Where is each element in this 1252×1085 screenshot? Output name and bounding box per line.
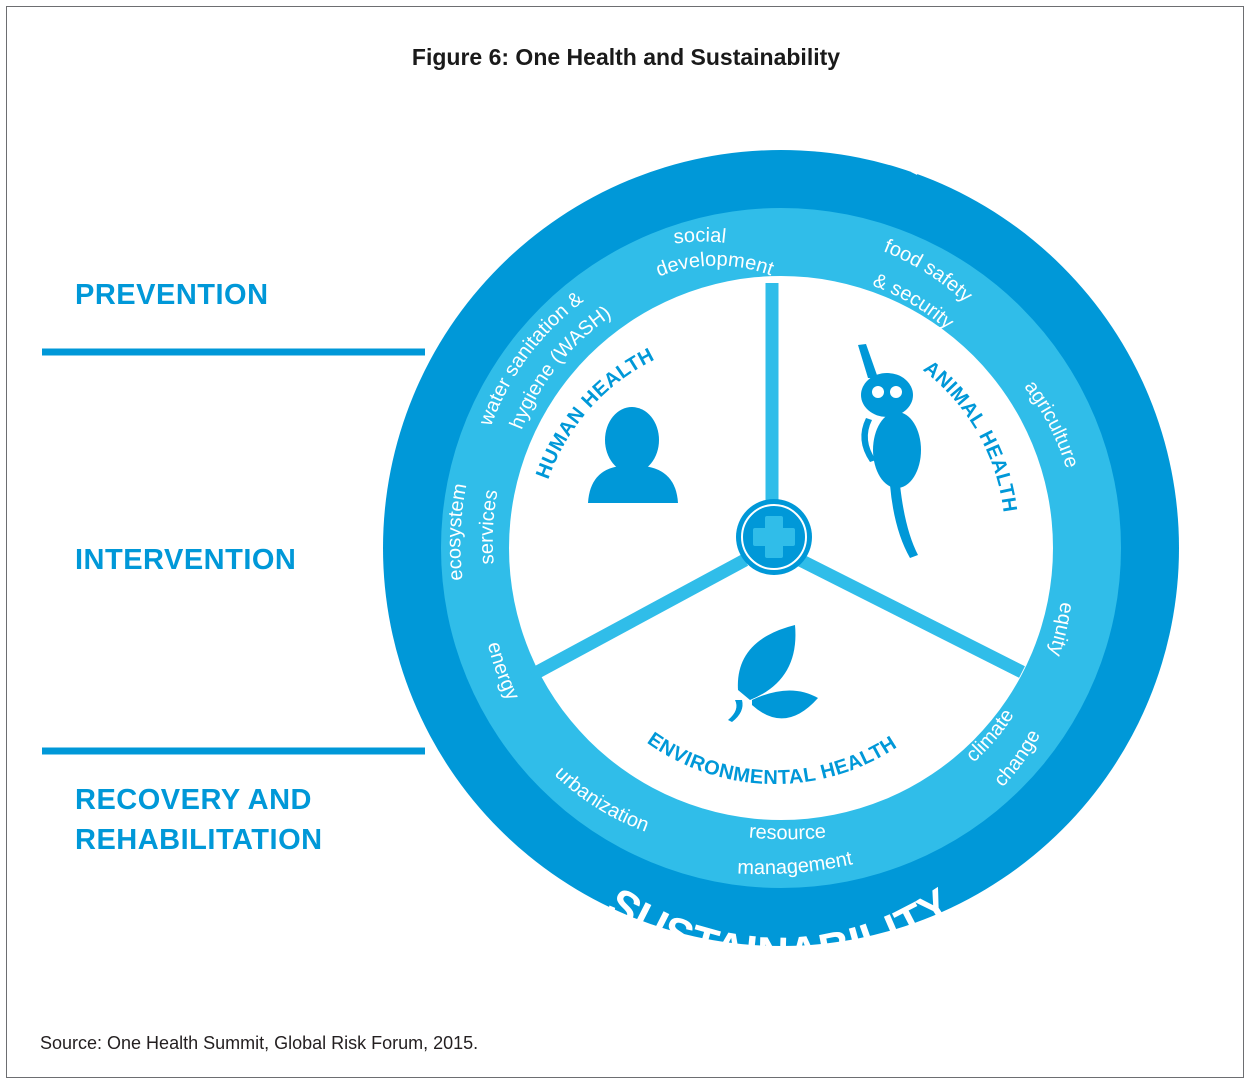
phase-recovery-line-2: REHABILITATION [75, 824, 323, 856]
resource-management-label-1: resource [748, 821, 827, 845]
tarsier-icon [858, 344, 921, 558]
person-icon [588, 407, 678, 503]
medical-cross-icon [736, 499, 812, 575]
source-note: Source: One Health Summit, Global Risk F… [40, 1033, 479, 1053]
leaf-icon [728, 625, 818, 722]
phase-prevention: PREVENTION [75, 279, 269, 311]
spoke-right [797, 554, 1025, 678]
spoke-left [528, 554, 749, 681]
social-development-label-1: social [672, 224, 727, 248]
phase-intervention: INTERVENTION [75, 544, 297, 576]
figure-title: Figure 6: One Health and Sustainability [411, 44, 841, 70]
phase-recovery-line-1: RECOVERY AND [75, 784, 312, 816]
